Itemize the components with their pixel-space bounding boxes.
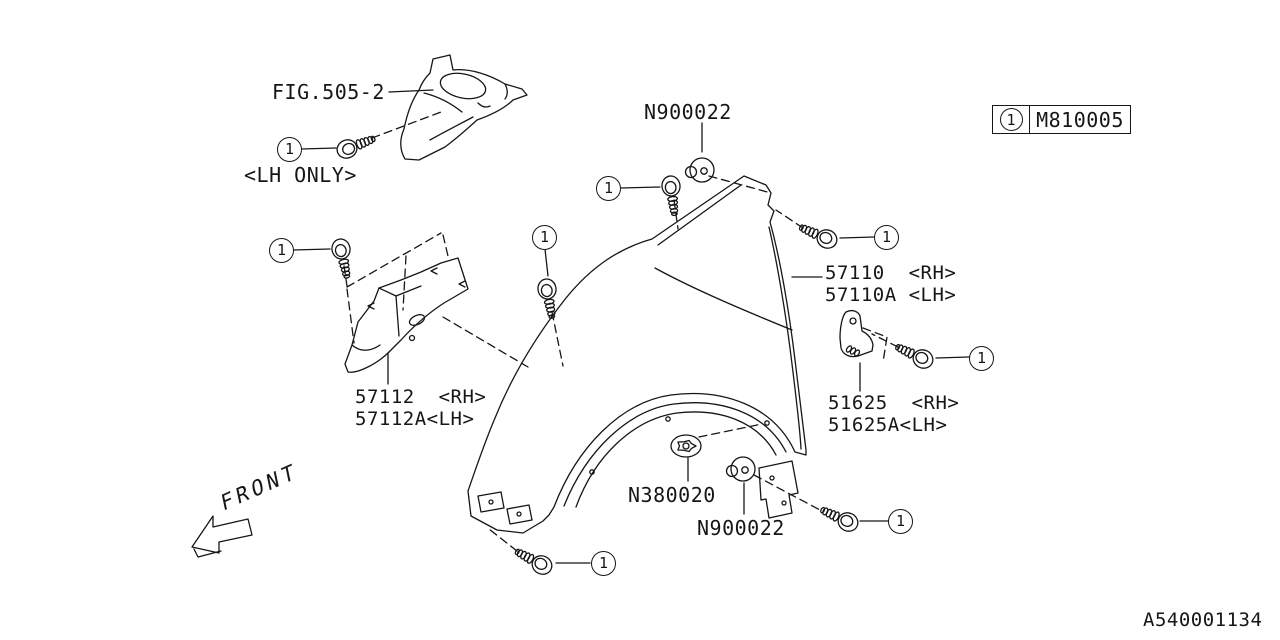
grommet-nut-icon [725,456,756,482]
legend-part-number[interactable]: M810005 [1036,107,1124,132]
callout-badge: 1 [591,551,616,576]
callout-badge: 1 [596,176,621,201]
fig505-part-drawing [400,54,528,161]
bolt-icon [891,337,937,373]
legend-callout-badge: 1 [999,108,1023,131]
bolt-icon [333,129,379,162]
part-label-57112-lh[interactable]: 57112A<LH> [355,408,475,430]
bolt-icon [816,500,862,536]
bolt-icon [510,542,556,579]
fig-reference-label[interactable]: FIG.505-2 [272,80,385,104]
callout-badge: 1 [532,225,557,250]
grommet-nut-icon [684,157,715,183]
part-label-n380020[interactable]: N380020 [628,483,716,507]
callout-badge: 1 [969,346,994,371]
callout-badge: 1 [874,225,899,250]
plate-57112-drawing [344,257,469,373]
bolt-icon [329,236,357,281]
part-label-n900022-bottom[interactable]: N900022 [697,516,785,540]
diagram-number: A540001134 [1143,609,1263,631]
part-label-57112-rh[interactable]: 57112 <RH> [355,386,487,408]
callout-badge: 1 [888,509,913,534]
leader-lines [292,89,970,564]
part-label-n900022-top[interactable]: N900022 [644,100,732,124]
dashed-lines [343,111,899,552]
bolt-icon [535,276,562,321]
bolt-icon [660,174,685,218]
part-label-51625-lh[interactable]: 51625A<LH> [828,414,948,436]
bracket-51625-drawing [839,309,874,358]
fender-57110-drawing [467,175,807,534]
callout-badge: 1 [269,238,294,263]
callout-badge: 1 [277,137,302,162]
lh-only-note: <LH ONLY> [244,163,357,187]
part-label-57110-lh[interactable]: 57110A <LH> [825,284,957,306]
hardware-legend: 1 M810005 [992,105,1131,134]
part-label-51625-rh[interactable]: 51625 <RH> [828,392,960,414]
serrated-nut-icon [670,434,702,458]
part-label-57110-rh[interactable]: 57110 <RH> [825,262,957,284]
legend-callout-cell: 1 [993,106,1030,133]
front-arrow [191,515,253,558]
bolt-icon [795,218,841,252]
